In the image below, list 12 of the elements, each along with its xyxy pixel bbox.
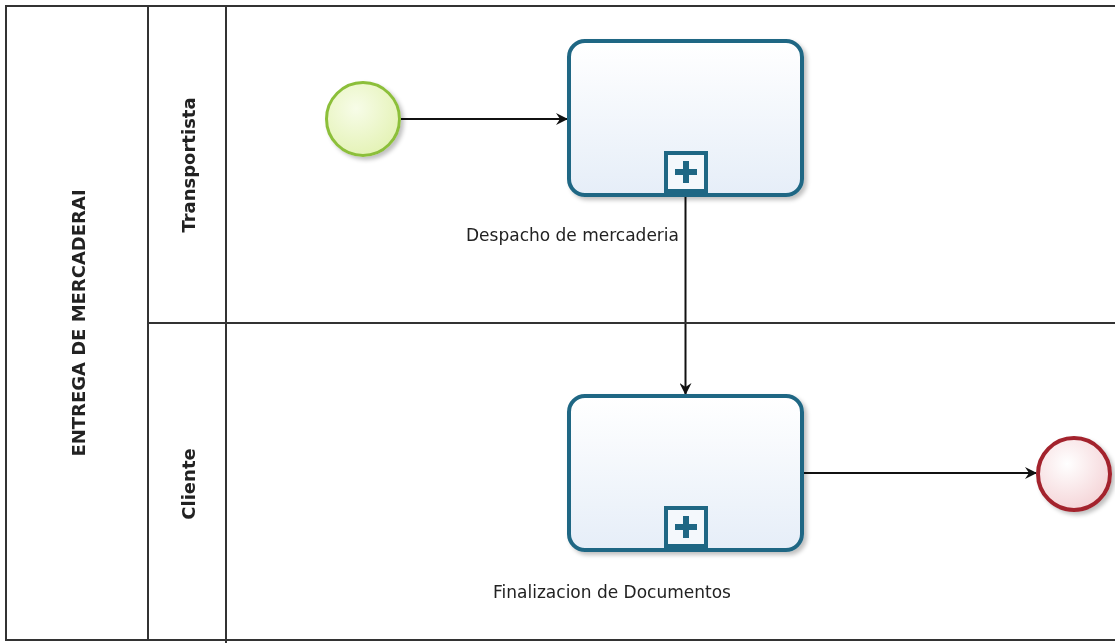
sequence-flow-arrow	[679, 196, 692, 395]
swimlane	[149, 322, 1115, 643]
sequence-flow-arrow	[400, 113, 568, 125]
task-label: Despacho de mercaderia	[465, 225, 679, 245]
pool-title: ENTREGA DE MERCADERAI	[67, 189, 89, 457]
task-label: Finalizacion de Documentos	[492, 582, 732, 602]
lane-title: Transportista	[177, 96, 199, 233]
lane-title: Cliente	[177, 447, 199, 520]
pool	[5, 5, 1115, 641]
sequence-flow-arrow	[803, 467, 1037, 479]
subprocess-task-box	[567, 394, 804, 552]
subprocess-task-box	[567, 39, 804, 197]
